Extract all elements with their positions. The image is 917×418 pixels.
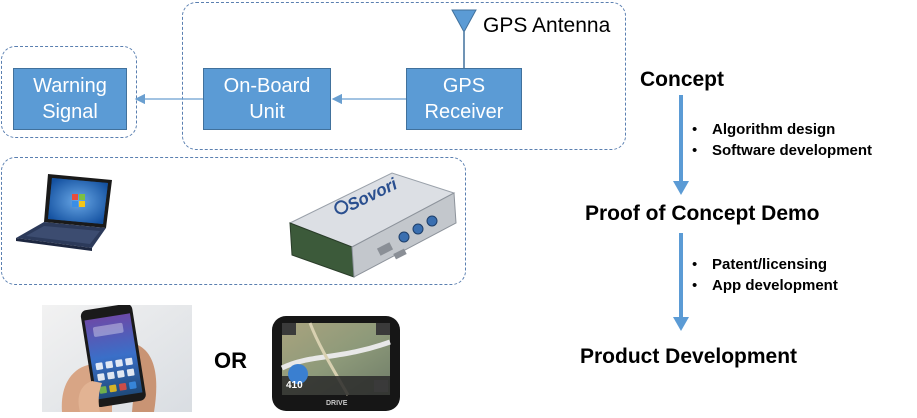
bullet-item: Software development — [692, 140, 872, 161]
smartphone-image — [42, 305, 192, 412]
or-label: OR — [214, 348, 247, 373]
stage-product-development: Product Development — [580, 345, 798, 368]
on-board-unit-box: On-Board Unit — [203, 68, 331, 130]
bullet-item: App development — [692, 275, 838, 296]
bullet-item: Algorithm design — [692, 119, 872, 140]
warning-group — [1, 46, 137, 138]
antenna-icon — [451, 9, 477, 68]
system-group — [182, 2, 626, 150]
sovori-device-image: Sovori — [262, 165, 462, 280]
stage2-bullets: Patent/licensing App development — [692, 254, 838, 296]
stage1-bullets: Algorithm design Software development — [692, 119, 872, 161]
antenna-label: GPS Antenna — [483, 14, 611, 37]
gps-nav-reading: 410 — [286, 380, 303, 391]
gps-navigator-image: 410 DRIVE — [270, 314, 402, 413]
arrow-poc-to-product — [673, 233, 689, 331]
warning-signal-box: Warning Signal — [13, 68, 127, 130]
stage-proof-of-concept: Proof of Concept Demo — [585, 202, 820, 225]
gps-receiver-box: GPS Receiver — [406, 68, 522, 130]
bullet-item: Patent/licensing — [692, 254, 838, 275]
gps-nav-brand: DRIVE — [326, 400, 348, 407]
laptop-image — [16, 174, 112, 251]
arrow-concept-to-poc — [673, 95, 689, 195]
hardware-group — [1, 157, 466, 285]
stage-concept: Concept — [640, 68, 724, 91]
